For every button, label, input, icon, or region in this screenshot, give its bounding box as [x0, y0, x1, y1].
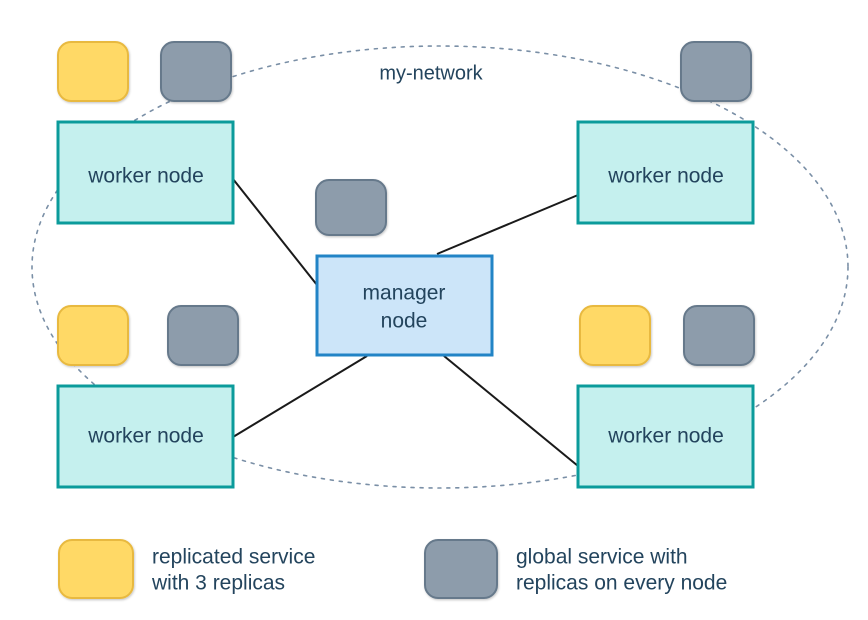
replicated-service-square: [57, 305, 129, 366]
network-label: my-network: [379, 62, 483, 84]
node-worker-bottom-left[interactable]: worker node: [56, 384, 235, 489]
global-service-square: [167, 305, 239, 366]
global-service-square: [683, 305, 755, 366]
replicated-service-square: [579, 305, 651, 366]
replicated-service-square: [57, 41, 129, 102]
node-worker-top-left[interactable]: worker node: [56, 120, 235, 225]
global-service-square: [160, 41, 232, 102]
node-worker-top-right[interactable]: worker node: [576, 120, 755, 225]
worker-node-box[interactable]: [56, 384, 235, 489]
worker-node-label: worker node: [87, 425, 204, 448]
manager-node-label-line2: node: [381, 310, 428, 333]
connector-lines: [232, 178, 579, 467]
manager-node-label-line1: manager: [363, 282, 446, 305]
node-worker-bottom-right[interactable]: worker node: [576, 384, 755, 489]
worker-node-label: worker node: [87, 165, 204, 188]
network-boundary-ellipse: [31, 45, 849, 489]
worker-node-box[interactable]: [576, 384, 755, 489]
worker-node-label: worker node: [607, 425, 724, 448]
connector-worker-top-right-to-manager: [436, 194, 579, 255]
worker-node-label: worker node: [607, 165, 724, 188]
worker-node-box[interactable]: [576, 120, 755, 225]
legend-global-line2: replicas on every node: [516, 572, 727, 595]
global-service-square: [680, 41, 752, 102]
legend-item-global-service: global service with replicas on every no…: [424, 539, 727, 599]
connector-worker-bottom-right-to-manager: [443, 355, 579, 467]
worker-node-box[interactable]: [56, 120, 235, 225]
legend-item-replicated-service: replicated service with 3 replicas: [58, 539, 315, 599]
connector-worker-top-left-to-manager: [232, 178, 318, 286]
replicated-service-swatch: [58, 539, 134, 599]
global-service-swatch: [424, 539, 498, 599]
manager-node-box[interactable]: [315, 254, 494, 357]
legend-global-line1: global service with: [516, 546, 688, 569]
connector-worker-bottom-left-to-manager: [232, 355, 368, 438]
legend-replicated-line2: with 3 replicas: [151, 572, 285, 595]
legend-replicated-line1: replicated service: [152, 546, 315, 569]
global-service-square: [315, 179, 387, 236]
node-manager[interactable]: manager node: [315, 254, 494, 357]
